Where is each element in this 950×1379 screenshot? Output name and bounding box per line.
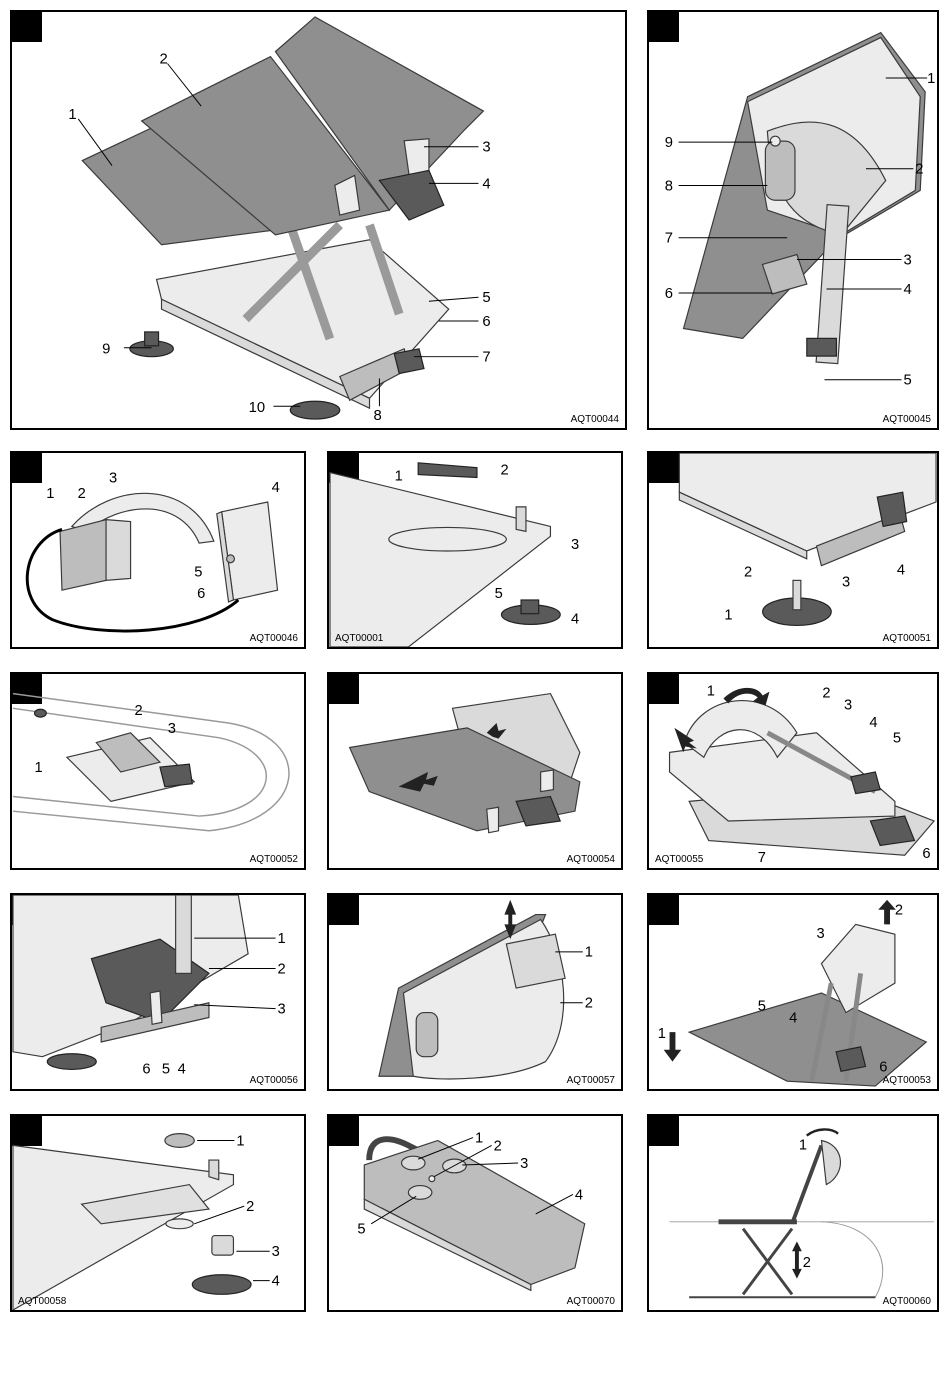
figure-panel-6: 1 2 3 AQT00052 xyxy=(10,672,306,870)
callout-2: 2 xyxy=(822,686,830,702)
callout-2: 2 xyxy=(895,903,903,919)
callout-10: 10 xyxy=(249,400,266,416)
callout-8: 8 xyxy=(373,408,381,424)
callout-5: 5 xyxy=(194,564,202,580)
figure-code: AQT00044 xyxy=(571,414,619,425)
callout-9: 9 xyxy=(102,342,110,358)
figure-panel-14: 1 2 AQT00060 xyxy=(647,1114,939,1312)
callout-2: 2 xyxy=(500,463,508,479)
figure-code: AQT00045 xyxy=(883,414,931,425)
callout-6: 6 xyxy=(665,286,673,302)
callout-2: 2 xyxy=(915,162,923,178)
figure-panel-2: 1 2 3 4 5 6 7 8 9 AQT00045 xyxy=(647,10,939,430)
figure-code: AQT00053 xyxy=(883,1075,931,1086)
callout-4: 4 xyxy=(178,1061,186,1077)
figure-code: AQT00051 xyxy=(883,633,931,644)
figure-panel-13: 1 2 3 4 5 AQT00070 xyxy=(327,1114,623,1312)
callout-5: 5 xyxy=(495,586,503,602)
callout-2: 2 xyxy=(246,1199,254,1215)
callout-1: 1 xyxy=(278,931,286,947)
callout-6: 6 xyxy=(922,846,930,862)
callout-2: 2 xyxy=(494,1138,502,1154)
callout-6: 6 xyxy=(142,1061,150,1077)
callout-2: 2 xyxy=(278,961,286,977)
callout-3: 3 xyxy=(168,721,176,737)
callout-4: 4 xyxy=(903,282,911,298)
callout-2: 2 xyxy=(585,996,593,1012)
figure-code: AQT00054 xyxy=(567,854,615,865)
callout-5: 5 xyxy=(482,290,490,306)
callout-4: 4 xyxy=(575,1187,583,1203)
callout-4: 4 xyxy=(897,562,905,578)
figure-panel-3: 1 2 3 4 5 6 AQT00046 xyxy=(10,451,306,649)
callout-3: 3 xyxy=(817,926,825,942)
callout-1: 1 xyxy=(658,1026,666,1042)
callout-7: 7 xyxy=(758,850,766,866)
callout-1: 1 xyxy=(724,608,732,624)
callout-3: 3 xyxy=(482,140,490,156)
figure-code: AQT00057 xyxy=(567,1075,615,1086)
figure-panel-9: 1 2 3 4 5 6 AQT00056 xyxy=(10,893,306,1091)
callout-3: 3 xyxy=(903,252,911,268)
figure-code: AQT00056 xyxy=(250,1075,298,1086)
callout-6: 6 xyxy=(197,586,205,602)
callout-7: 7 xyxy=(665,231,673,247)
figure-panel-5: 1 2 3 4 AQT00051 xyxy=(647,451,939,649)
callout-3: 3 xyxy=(844,697,852,713)
callout-3: 3 xyxy=(109,470,117,486)
callout-3: 3 xyxy=(520,1156,528,1172)
callout-9: 9 xyxy=(665,135,673,151)
callout-4: 4 xyxy=(272,480,280,496)
callout-1: 1 xyxy=(395,468,403,484)
callout-5: 5 xyxy=(357,1222,365,1238)
callout-1: 1 xyxy=(585,945,593,961)
callout-3: 3 xyxy=(842,574,850,590)
figure-code: AQT00052 xyxy=(250,854,298,865)
figure-panel-4: 1 2 3 4 5 AQT00001 xyxy=(327,451,623,649)
callout-3: 3 xyxy=(278,1002,286,1018)
figure-code: AQT00046 xyxy=(250,633,298,644)
callout-5: 5 xyxy=(162,1061,170,1077)
callout-8: 8 xyxy=(665,178,673,194)
callout-1: 1 xyxy=(236,1133,244,1149)
callout-2: 2 xyxy=(744,564,752,580)
figure-panel-10: 1 2 AQT00057 xyxy=(327,893,623,1091)
callout-4: 4 xyxy=(571,611,579,627)
callout-1: 1 xyxy=(927,71,935,87)
figure-code: AQT00055 xyxy=(655,854,703,865)
callout-1: 1 xyxy=(68,107,76,123)
seat-unfold-illustration xyxy=(329,674,621,868)
figure-code: AQT00070 xyxy=(567,1296,615,1307)
figure-code: AQT00001 xyxy=(335,633,383,644)
callout-1: 1 xyxy=(475,1130,483,1146)
callout-5: 5 xyxy=(893,731,901,747)
callout-1: 1 xyxy=(799,1137,807,1153)
callout-3: 3 xyxy=(571,537,579,553)
callout-6: 6 xyxy=(482,314,490,330)
callout-5: 5 xyxy=(758,999,766,1015)
callout-5: 5 xyxy=(903,373,911,389)
callout-2: 2 xyxy=(803,1255,811,1271)
figure-panel-12: 1 2 3 4 AQT00058 xyxy=(10,1114,306,1312)
callout-3: 3 xyxy=(272,1244,280,1260)
figure-code: AQT00060 xyxy=(883,1296,931,1307)
figure-panel-8: 1 2 3 4 5 6 7 AQT00055 xyxy=(647,672,939,870)
callout-4: 4 xyxy=(789,1010,797,1026)
callout-4: 4 xyxy=(272,1274,280,1290)
figure-panel-11: 1 2 3 4 5 6 AQT00053 xyxy=(647,893,939,1091)
callout-1: 1 xyxy=(707,684,715,700)
callout-2: 2 xyxy=(78,486,86,502)
callout-7: 7 xyxy=(482,350,490,366)
callout-2: 2 xyxy=(160,52,168,68)
callout-1: 1 xyxy=(46,486,54,502)
figure-code: AQT00058 xyxy=(18,1296,66,1307)
callout-1: 1 xyxy=(35,760,43,776)
callout-4: 4 xyxy=(869,715,877,731)
figure-panel-1: 1 2 3 4 5 6 7 8 9 10 AQT00044 xyxy=(10,10,627,430)
callout-2: 2 xyxy=(134,703,142,719)
callout-6: 6 xyxy=(879,1059,887,1075)
figure-panel-7: AQT00054 xyxy=(327,672,623,870)
callout-4: 4 xyxy=(482,176,490,192)
